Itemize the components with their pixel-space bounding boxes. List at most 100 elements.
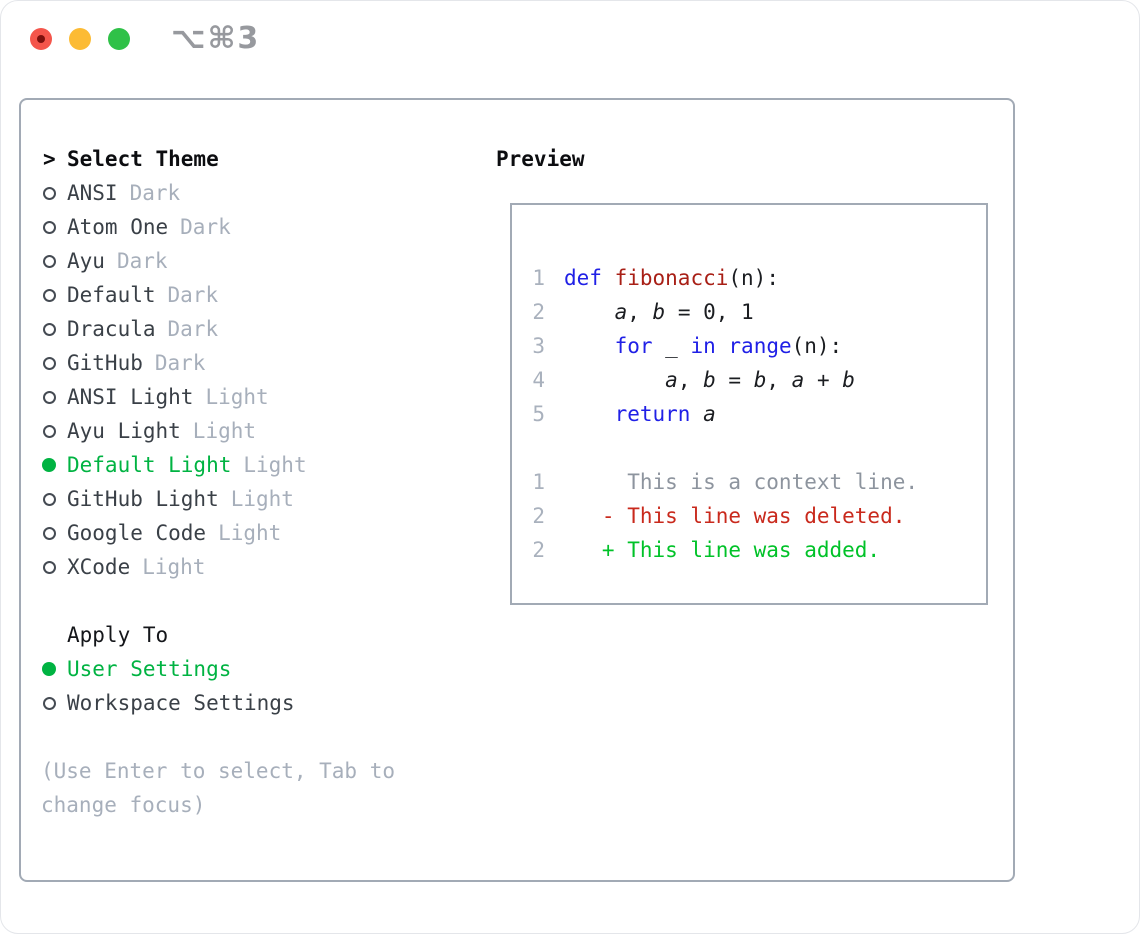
code-token: b	[652, 300, 666, 324]
theme-option[interactable]: Google Code Light	[41, 516, 413, 550]
zoom-button[interactable]	[108, 28, 130, 50]
radio-icon	[41, 288, 67, 302]
diff-line-context: 1 This is a context line.	[531, 465, 986, 499]
radio-icon	[41, 424, 67, 438]
code-token	[716, 329, 729, 363]
code-token: a	[703, 402, 716, 426]
radio-icon	[41, 390, 67, 404]
code-token: in	[690, 334, 716, 358]
radio-selected-icon	[41, 662, 67, 676]
theme-variant: Dark	[129, 181, 181, 205]
radio-icon	[41, 186, 67, 200]
theme-variant: Dark	[116, 249, 168, 273]
minimize-button[interactable]	[69, 28, 91, 50]
theme-name: Atom One	[67, 215, 169, 239]
theme-name: Default Light	[67, 453, 232, 477]
theme-name: GitHub Light	[67, 487, 219, 511]
radio-icon	[41, 526, 67, 540]
diff-line-deleted: 2 - This line was deleted.	[531, 499, 986, 533]
window-title: ⌥⌘3	[171, 21, 261, 56]
theme-option[interactable]: GitHub Light Light	[41, 482, 413, 516]
radio-selected-icon	[41, 458, 67, 472]
diff-text: This is a context line.	[564, 470, 919, 494]
code-line: 3 for _ in range(n):	[531, 329, 986, 363]
close-button[interactable]	[30, 28, 52, 50]
theme-variant: Dark	[180, 215, 231, 239]
theme-name: ANSI Light	[67, 385, 194, 409]
code-line: 2 a, b = 0, 1	[531, 295, 986, 329]
theme-option[interactable]: Ayu Dark	[41, 244, 413, 278]
diff-text: - This line was deleted.	[564, 504, 906, 528]
spacer	[41, 584, 413, 618]
apply-option-label: Workspace Settings	[67, 691, 295, 715]
selector-header: > Select Theme	[41, 142, 413, 176]
theme-name: Ayu	[67, 249, 105, 273]
code-token: for	[614, 334, 653, 358]
code-token: = 0, 1	[665, 300, 754, 324]
line-number: 2	[532, 504, 545, 528]
code-token: b	[842, 368, 855, 392]
apply-option[interactable]: User Settings	[41, 652, 413, 686]
code-token: return	[614, 402, 691, 426]
line-number: 1	[532, 266, 545, 290]
code-token: ,	[766, 368, 792, 392]
code-token	[564, 295, 615, 329]
caret-icon: >	[43, 147, 56, 171]
code-token	[564, 329, 615, 363]
code-token	[564, 397, 615, 431]
line-number: 2	[532, 538, 545, 562]
diff-text: + This line was added.	[564, 538, 881, 562]
code-token: +	[804, 368, 843, 392]
theme-option[interactable]: Ayu Light Light	[41, 414, 413, 448]
theme-name: Default	[67, 283, 156, 307]
keyboard-hint: (Use Enter to select, Tab to change focu…	[41, 759, 396, 817]
theme-variant: Light	[230, 487, 294, 511]
radio-icon	[41, 560, 67, 574]
theme-name: Google Code	[67, 521, 207, 545]
theme-variant: Light	[142, 555, 206, 579]
apply-option[interactable]: Workspace Settings	[41, 686, 413, 720]
radio-icon	[41, 254, 67, 268]
theme-name: GitHub	[67, 351, 143, 375]
radio-icon	[41, 696, 67, 710]
code-token: =	[715, 368, 754, 392]
code-token	[602, 261, 615, 295]
theme-variant: Light	[205, 385, 269, 409]
line-number: 4	[532, 368, 545, 392]
code-token: (n):	[728, 266, 779, 290]
code-token: ,	[627, 300, 653, 324]
code-token: range	[728, 334, 792, 358]
theme-variant: Dark	[167, 283, 219, 307]
titlebar: ⌥⌘3	[30, 21, 261, 56]
theme-option[interactable]: Atom One Dark	[41, 210, 413, 244]
theme-option[interactable]: ANSI Light Light	[41, 380, 413, 414]
line-number: 5	[532, 402, 545, 426]
theme-option[interactable]: Default Dark	[41, 278, 413, 312]
code-token: b	[753, 368, 767, 392]
code-line: 5 return a	[531, 397, 986, 431]
theme-name: ANSI	[67, 181, 118, 205]
blank-line	[531, 431, 986, 465]
radio-icon	[41, 356, 67, 370]
apply-to-header: Apply To	[41, 618, 413, 652]
theme-name: Ayu Light	[67, 419, 181, 443]
radio-icon	[41, 492, 67, 506]
code-token: a	[791, 368, 805, 392]
theme-variant: Light	[192, 419, 257, 443]
theme-option[interactable]: ANSI Dark	[41, 176, 413, 210]
code-token: a	[665, 368, 678, 392]
diff-line-added: 2 + This line was added.	[531, 533, 986, 567]
line-number: 2	[532, 300, 545, 324]
code-token	[690, 397, 703, 431]
radio-icon	[41, 220, 67, 234]
theme-variant: Light	[218, 521, 282, 545]
